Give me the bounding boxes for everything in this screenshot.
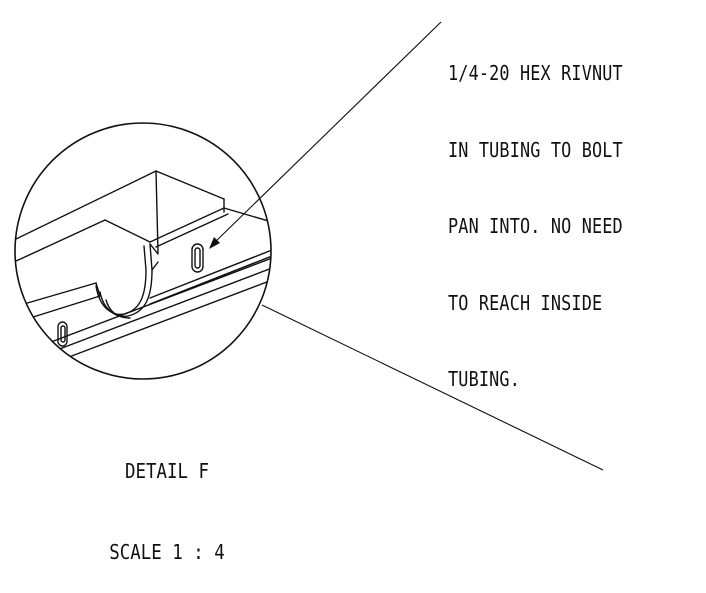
detail-scale: SCALE 1 : 4: [109, 540, 225, 564]
detail-name: DETAIL F: [125, 459, 209, 483]
note-line-2: IN TUBING TO BOLT: [448, 137, 623, 162]
note-line-3: PAN INTO. NO NEED: [448, 214, 623, 238]
note-line-1: 1/4-20 HEX RIVNUT: [448, 61, 623, 85]
note-line-4: TO REACH INSIDE: [448, 290, 603, 315]
detail-extension-line: [261, 304, 604, 471]
tubing-pan-geometry: [15, 170, 271, 369]
detail-drawing: [14, 21, 604, 471]
leader-line: [212, 21, 442, 245]
detail-label: DETAIL F SCALE 1 : 4: [95, 404, 240, 593]
rivnut-callout-note: 1/4-20 HEX RIVNUT IN TUBING TO BOLT PAN …: [448, 10, 623, 418]
leader-arrowhead: [209, 237, 220, 249]
note-line-5: TUBING.: [448, 367, 520, 391]
